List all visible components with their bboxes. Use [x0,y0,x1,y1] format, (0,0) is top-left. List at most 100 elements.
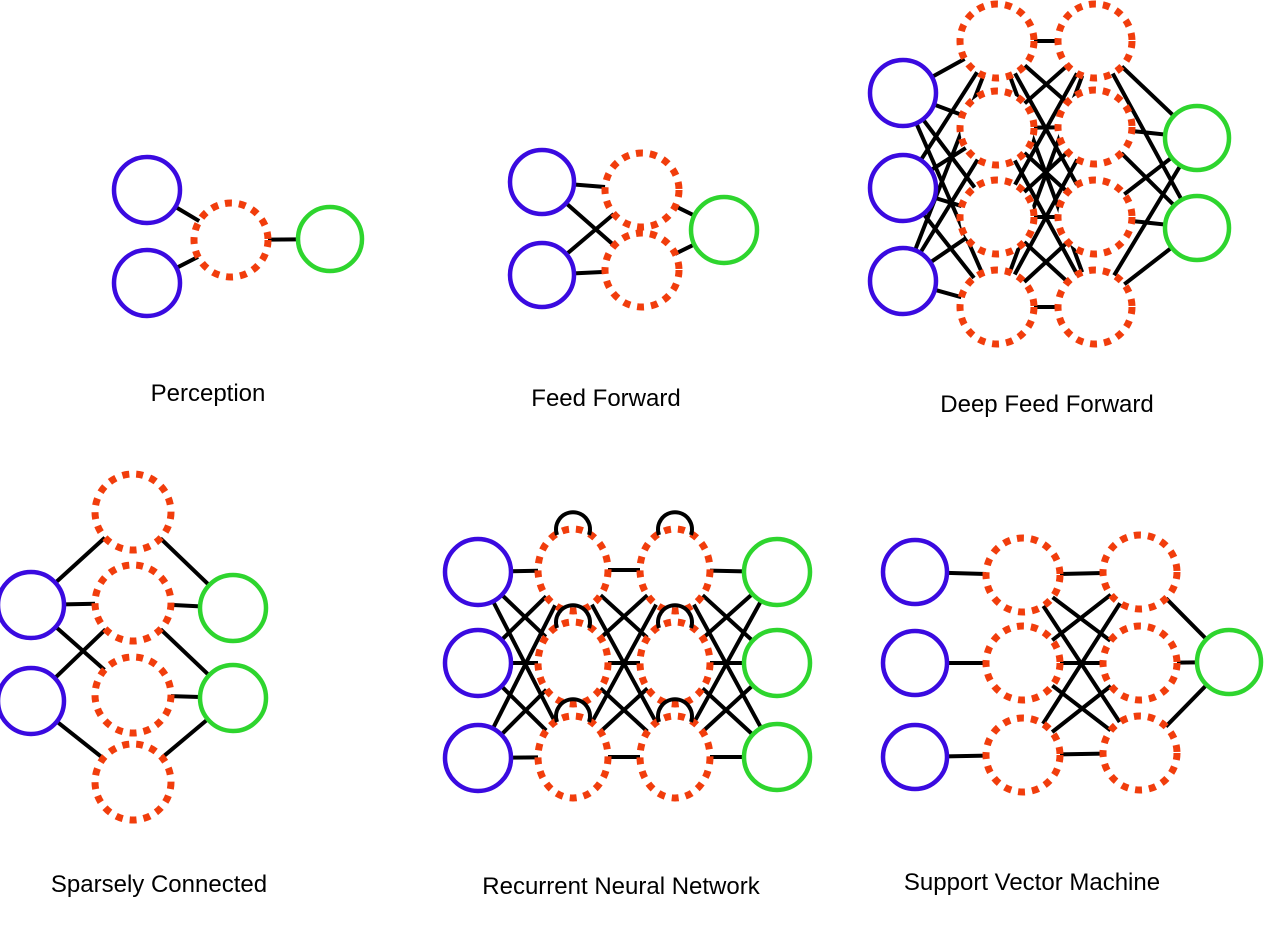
connection-line [692,603,763,729]
connection-line [1059,751,1104,757]
connection-line [159,627,211,677]
input-node [507,147,577,217]
input-node [880,722,950,792]
connection-line [510,568,539,574]
output-node [741,627,813,699]
connection-line [946,570,987,576]
connection-line [599,686,649,734]
panel-deep-feed-forward: Deep Feed Forward [867,0,1232,418]
connection-line [53,627,107,680]
self-loop-arc [656,603,694,629]
hidden-node [91,740,175,824]
hidden-node [1054,0,1136,82]
panel-label-sparsely-connected: Sparsely Connected [51,871,267,898]
input-node [111,247,183,319]
connection-line [918,158,980,254]
input-node [0,665,67,737]
connection-line [55,719,105,760]
input-node [442,722,514,794]
hidden-node [956,0,1038,82]
self-loop-arc [656,697,694,723]
output-node [197,662,269,734]
connection-line [930,57,966,79]
connection-line [599,593,649,640]
connection-line [929,236,968,265]
panel-perception: Perception [111,154,365,407]
connection-line [573,182,606,190]
connection-line [491,604,557,730]
connection-line [174,205,201,223]
panel-support-vector-machine: Support Vector Machine [880,531,1264,896]
output-node [197,572,269,644]
hidden-node [636,618,714,708]
hidden-node [534,525,612,615]
connection-line [1123,246,1173,286]
connection-line [54,625,106,672]
input-node [880,537,950,607]
hidden-node [1099,622,1181,704]
hidden-node [91,470,175,554]
connection-line [1013,72,1079,186]
self-loop-arc [656,510,694,536]
input-node [880,628,950,698]
output-node [1194,627,1264,697]
connection-line [674,204,696,218]
connection-line [1050,593,1113,642]
connection-line [933,102,964,117]
connection-line [1123,156,1173,196]
hidden-node [601,149,683,231]
input-node [0,569,67,641]
hidden-node [1099,531,1181,613]
output-node [741,721,813,793]
connection-line [934,287,962,300]
connection-line [919,71,979,162]
hidden-node [1099,712,1181,794]
self-loop-arc [554,603,592,629]
hidden-node [636,712,714,802]
output-node [1162,193,1232,263]
connection-line [170,602,201,609]
connection-line [500,594,548,642]
panel-feed-forward: Feed Forward [507,147,760,412]
connection-line [170,694,201,700]
connection-line [573,269,606,276]
hidden-node [982,622,1064,704]
connection-line [701,592,754,640]
hidden-node [91,561,175,645]
hidden-node [956,87,1038,169]
hidden-node [956,266,1038,348]
panel-label-recurrent-neural-network: Recurrent Neural Network [482,873,760,900]
connection-line [674,242,696,256]
input-node [867,57,939,129]
panel-recurrent-neural-network: Recurrent Neural Network [442,510,813,900]
input-node [442,536,514,608]
connection-line [1059,570,1104,577]
connection-line [564,201,616,248]
connection-line [1131,218,1166,227]
hidden-node [534,618,612,708]
input-node [867,245,939,317]
input-node [867,152,939,224]
connection-line [159,536,211,587]
connection-line [1041,602,1122,725]
input-node [442,627,514,699]
hidden-node [982,714,1064,796]
output-node [295,204,365,274]
connection-line [1112,164,1183,277]
connection-line [565,212,616,256]
panel-sparsely-connected: Sparsely Connected [0,470,269,898]
hidden-node [956,176,1038,258]
connection-line [933,195,963,209]
connection-line [499,688,548,737]
connection-line [590,603,658,724]
connection-line [929,146,967,172]
connection-line [1131,128,1166,137]
hidden-node [534,712,612,802]
hidden-node [1054,176,1136,258]
connection-line [1164,596,1208,641]
hidden-node [91,653,175,737]
hidden-node [982,534,1064,616]
hidden-node [601,229,683,311]
